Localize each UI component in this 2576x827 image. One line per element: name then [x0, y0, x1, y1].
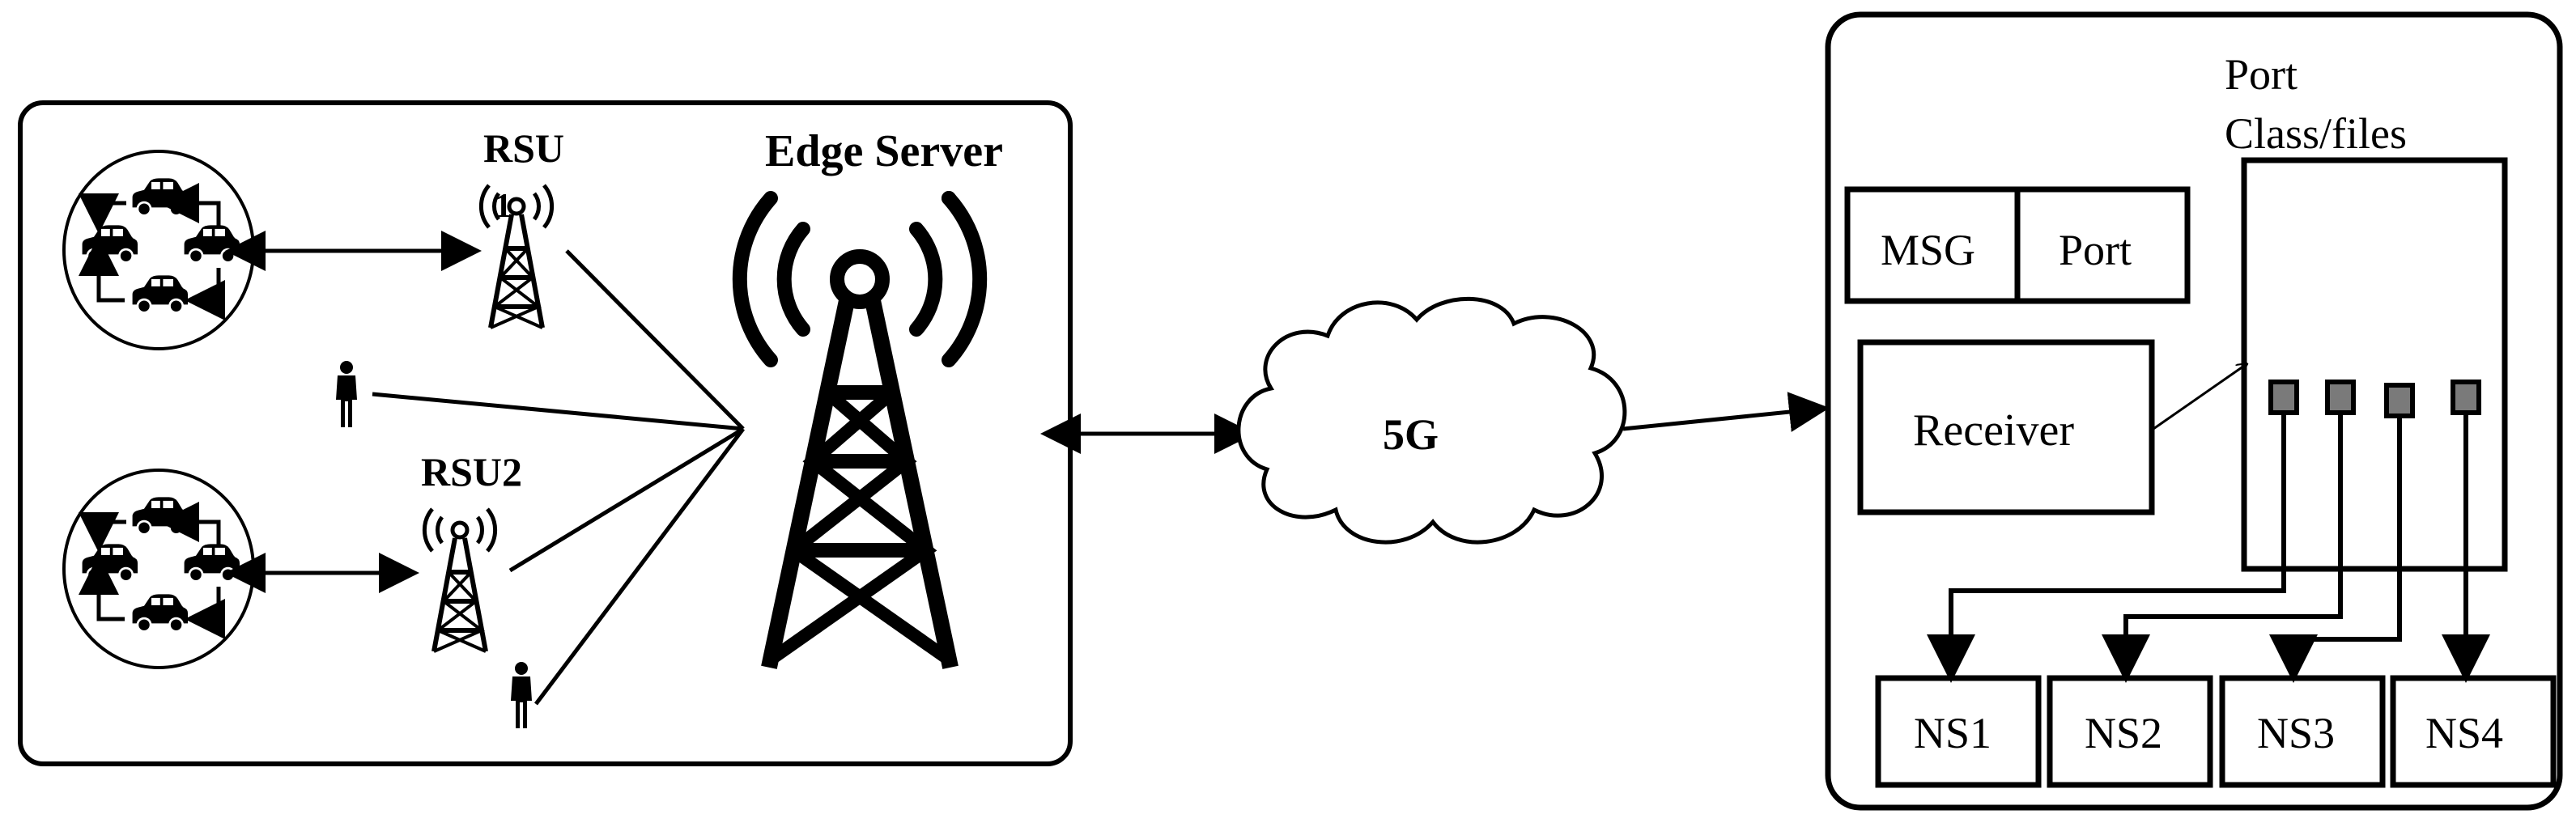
- edge-server-label: Edge Server: [765, 126, 1003, 176]
- receiver-box: [1857, 339, 2155, 515]
- port-square-2: [2325, 380, 2356, 415]
- ns4-box: [2390, 675, 2557, 788]
- right-panel: MSG Port Receiver Port Class/files NS1: [1825, 11, 2563, 811]
- receiver-to-ports-link: [2153, 364, 2247, 430]
- rsu2-tower-icon: [424, 509, 495, 651]
- port-square-1: [2268, 380, 2299, 415]
- rsu2-label: RSU2: [421, 449, 522, 494]
- edge-links: [372, 249, 745, 706]
- port-squares: [2268, 380, 2481, 418]
- port-label: Port: [2059, 226, 2132, 274]
- msg-label: MSG: [1881, 226, 1975, 274]
- right-panel-frame: [1825, 11, 2563, 811]
- receiver-label: Receiver: [1913, 405, 2074, 456]
- vehicle-cluster-1: [64, 151, 253, 349]
- ns-boxes: NS1 NS2 NS3 NS4: [1875, 675, 2557, 788]
- edge-server-tower-icon: [732, 191, 988, 669]
- port-to-ns-links: [1927, 413, 2490, 683]
- ns1-label: NS1: [1914, 709, 1992, 757]
- ns3-label: NS3: [2257, 709, 2335, 757]
- 5g-to-host-link: [1622, 392, 1830, 432]
- ns3-box: [2219, 675, 2386, 788]
- port-square-3: [2384, 383, 2415, 418]
- port-class-label-line2: Class/files: [2225, 109, 2407, 158]
- ns2-box: [2047, 675, 2213, 788]
- person-icon-2: [511, 662, 532, 728]
- port-class-label-line1: Port: [2225, 50, 2298, 99]
- 5g-label: 5G: [1383, 410, 1439, 459]
- vehicle-cluster-2: [64, 470, 253, 668]
- ns4-label: NS4: [2425, 709, 2503, 757]
- rsu1-label: RSU: [483, 125, 564, 171]
- rsu1-tower-icon: [481, 185, 551, 328]
- port-square-4: [2451, 380, 2481, 415]
- left-panel: RSU 1 RSU2 Edge Server: [18, 100, 1073, 766]
- ns1-box: [1875, 675, 2042, 788]
- rsu1-suffix: 1: [495, 188, 512, 225]
- 5g-cloud: 5G: [1236, 296, 1627, 545]
- ns2-label: NS2: [2085, 709, 2162, 757]
- person-icon-1: [336, 361, 357, 427]
